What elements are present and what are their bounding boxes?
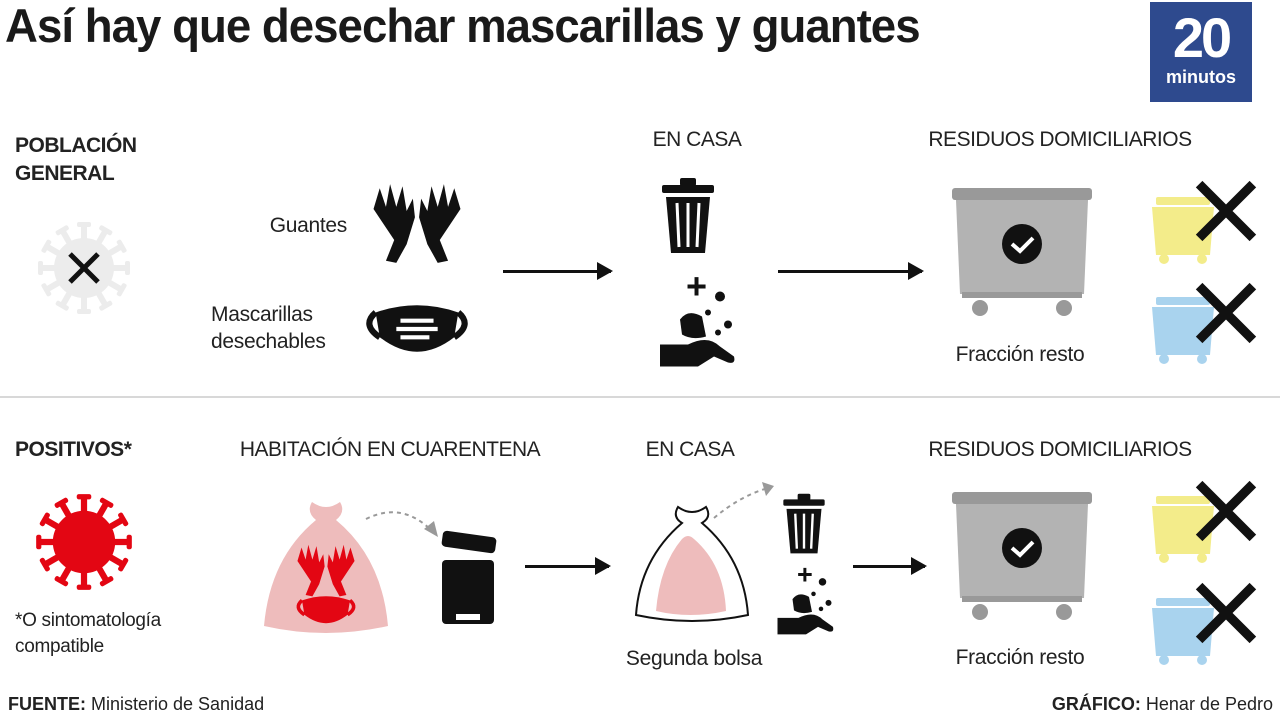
container-icon xyxy=(952,186,1092,321)
room-header: HABITACIÓN EN CUARENTENA xyxy=(239,438,541,461)
source-value: Ministerio de Sanidad xyxy=(86,694,265,714)
graphic-credit: GRÁFICO: Henar de Pedro xyxy=(1052,694,1273,715)
close-icon xyxy=(68,252,100,284)
logo-word: minutos xyxy=(1166,67,1236,87)
container-icon xyxy=(952,490,1092,625)
arrow-icon xyxy=(525,557,611,575)
masks-label-line: Mascarillas xyxy=(211,303,313,326)
hand-washing-icon xyxy=(776,560,836,642)
section-divider xyxy=(0,396,1280,398)
source-credit: FUENTE: Ministerio de Sanidad xyxy=(8,694,264,715)
masks-label: Mascarillas desechables xyxy=(211,301,326,355)
section-label-line: POBLACIÓN xyxy=(15,134,137,157)
pink-bag-icon xyxy=(264,502,388,633)
trash-can-icon xyxy=(660,177,716,255)
x-mark-icon xyxy=(1195,480,1257,542)
20minutos-logo: 20 minutos xyxy=(1150,2,1252,102)
pedal-bin-icon xyxy=(441,530,497,624)
x-mark-icon xyxy=(1195,582,1257,644)
trash-can-icon xyxy=(778,493,830,555)
footnote-line: compatible xyxy=(15,636,104,657)
x-mark-icon xyxy=(1195,180,1257,242)
footnote: *O sintomatología compatible xyxy=(15,608,161,660)
hand-washing-icon xyxy=(658,272,738,372)
mask-icon xyxy=(365,298,469,360)
footnote-line: *O sintomatología xyxy=(15,610,161,631)
dashed-arrow-icon xyxy=(365,511,438,537)
container-label: Fracción resto xyxy=(955,343,1085,366)
page-title: Así hay que desechar mascarillas y guant… xyxy=(5,0,921,52)
credit-key: GRÁFICO: xyxy=(1051,694,1141,714)
arrow-icon xyxy=(503,262,613,280)
section-positives-label: POSITIVOS* xyxy=(15,438,132,461)
gloves-icon xyxy=(365,180,469,268)
second-bag-label: Segunda bolsa xyxy=(625,647,763,670)
waste-header-2: RESIDUOS DOMICILIARIOS xyxy=(928,438,1192,461)
home-header-2: EN CASA xyxy=(645,438,735,461)
section-label-line: GENERAL xyxy=(15,162,115,185)
section-general-label: POBLACIÓN GENERAL xyxy=(15,132,137,188)
virus-red-icon xyxy=(32,490,136,594)
container-label-2: Fracción resto xyxy=(955,646,1085,669)
masks-label-line: desechables xyxy=(211,330,326,353)
credit-value: Henar de Pedro xyxy=(1140,694,1273,714)
dashed-arrow-icon xyxy=(713,482,774,519)
x-mark-icon xyxy=(1195,282,1257,344)
logo-number: 20 xyxy=(1172,6,1232,69)
home-header: EN CASA xyxy=(652,128,742,151)
gloves-label: Guantes xyxy=(269,214,348,237)
arrow-icon xyxy=(778,262,924,280)
source-key: FUENTE: xyxy=(8,694,86,714)
second-bag-icon xyxy=(634,505,750,622)
waste-header: RESIDUOS DOMICILIARIOS xyxy=(928,128,1192,151)
arrow-icon xyxy=(853,557,927,575)
